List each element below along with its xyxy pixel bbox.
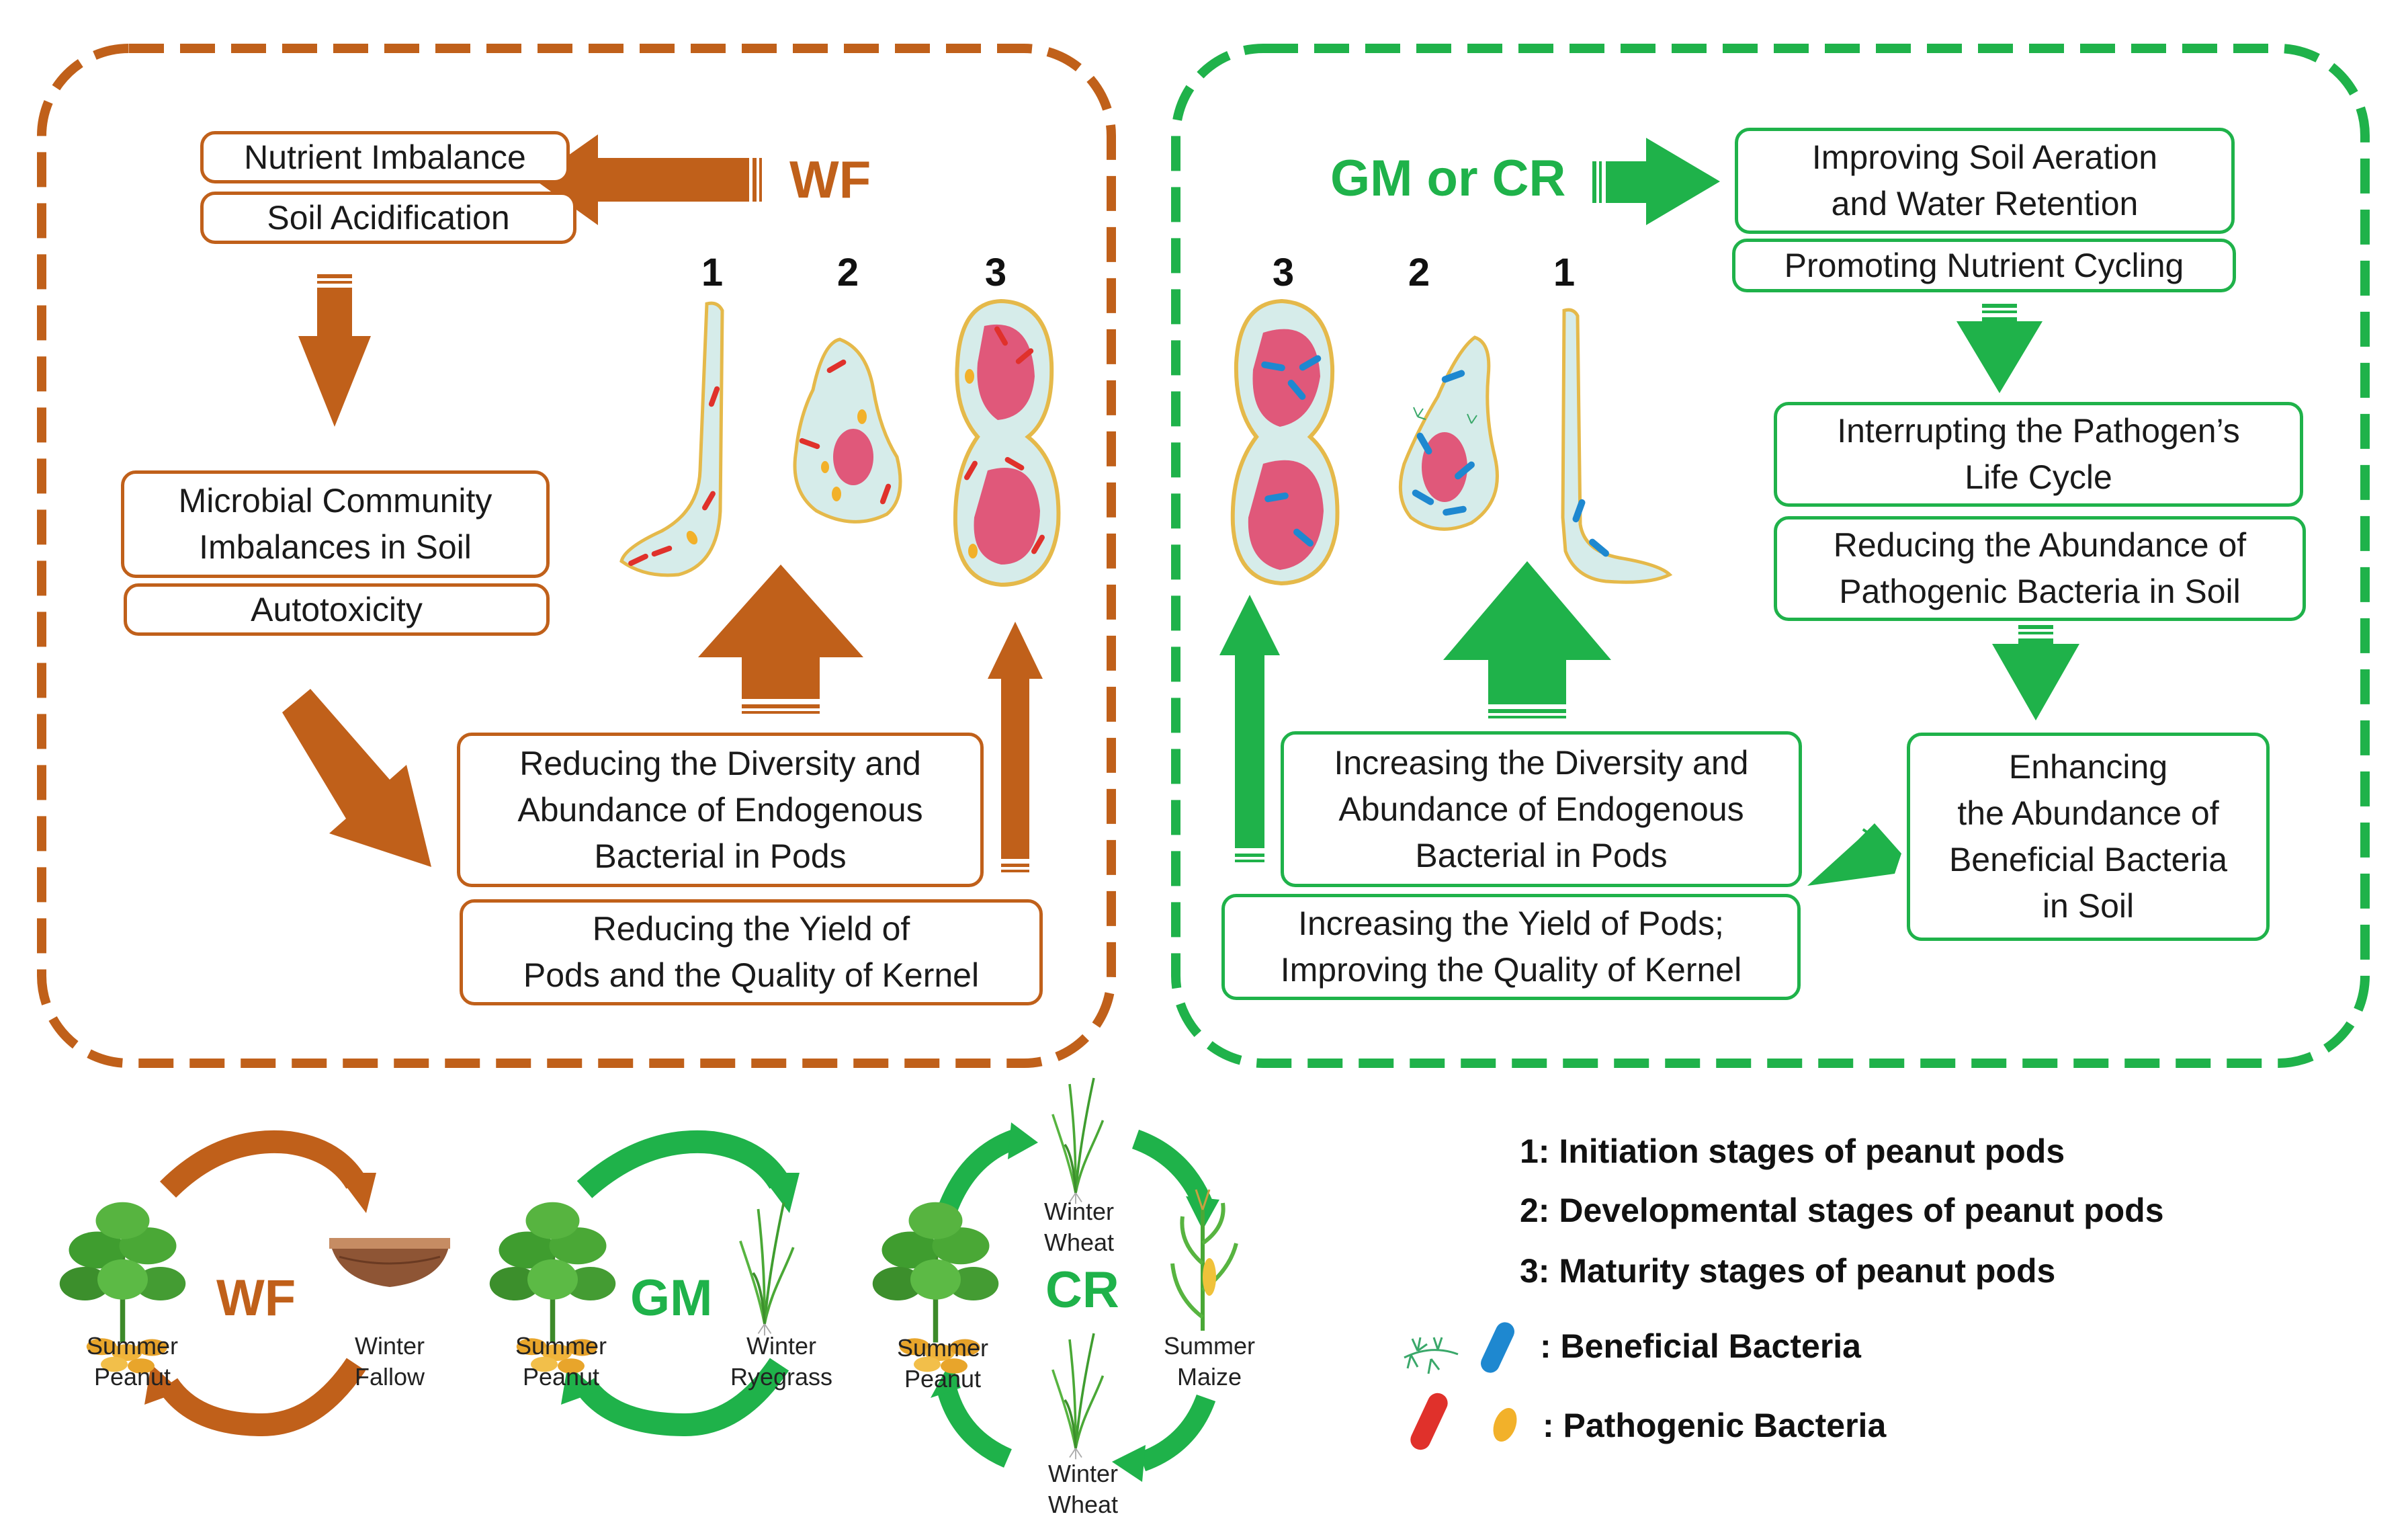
gm-cr-arrows	[1219, 138, 2079, 886]
gm-rotation-cycle	[574, 1130, 789, 1437]
gm-winter-ryegrass-caption: Winter Ryegrass	[730, 1332, 833, 1391]
down-arrow-cycling-to-interrupt	[1956, 317, 2042, 393]
wf-rotation-label: WF	[216, 1270, 296, 1327]
gm-rotation-label: GM	[630, 1270, 713, 1327]
wf-cycle-arrowhead-bottom	[144, 1364, 181, 1405]
wf-arrow-stripe-1	[752, 158, 757, 202]
wf-left-arrow-head	[534, 134, 598, 225]
wf-summer-peanut-caption: Summer Peanut	[86, 1332, 179, 1391]
down-arrow-1-stripe-1	[1982, 304, 2017, 308]
down-arrow-2-stripe-2	[2018, 632, 2053, 634]
tall-up-arrow-r-stripe-1	[1235, 854, 1264, 857]
cr-winter-wheat-top-caption: Winter Wheat	[1043, 1198, 1115, 1257]
gmcr-right-arrow	[1606, 138, 1720, 225]
enhance-beneficial-box: Enhancing the Abundance of Beneficial Ba…	[1907, 733, 2270, 941]
tall-up-arrow-r-to-pod3	[1219, 595, 1280, 848]
wf-pod-stage-1	[619, 301, 724, 577]
down-arrow-stripe-2	[317, 281, 352, 284]
cr-arrowhead-1	[1008, 1122, 1038, 1159]
red-rod-bacterium-icon	[1410, 1393, 1448, 1450]
legend-stage-1: 1: Initiation stages of peanut pods	[1520, 1132, 2065, 1170]
diag-arrow-enhance-to-yield	[1807, 823, 1901, 886]
wf-arrow-stripe-2	[759, 158, 762, 202]
big-up-arrow-stripe-2	[742, 711, 820, 714]
soil-aeration-box: Improving Soil Aeration and Water Retent…	[1735, 128, 2235, 234]
down-arrow-reduce-to-enhance	[1992, 638, 2079, 720]
nutrient-cycling-box: Promoting Nutrient Cycling	[1732, 239, 2236, 292]
wf-pod-stage-2	[793, 337, 902, 524]
gm-cycle-arrowhead-top	[759, 1173, 800, 1213]
root-hair-bacteria-icon	[1404, 1337, 1459, 1374]
gmcr-pod-stage-2	[1398, 335, 1499, 531]
wf-stage-number-3: 3	[984, 251, 1007, 294]
wf-winter-fallow-caption: Winter Fallow	[354, 1332, 425, 1391]
legend-stage-2: 2: Developmental stages of peanut pods	[1520, 1192, 2164, 1229]
down-arrow-1-stripe-2	[1982, 310, 2017, 313]
legend-beneficial: : Beneficial Bacteria	[1540, 1327, 1861, 1365]
cr-arrowhead-3	[1112, 1445, 1146, 1482]
wf-arrows	[282, 134, 1043, 872]
reduce-diversity-box: Reducing the Diversity and Abundance of …	[457, 733, 984, 887]
cr-summer-peanut-caption: Summer Peanut	[896, 1334, 989, 1393]
gm-summer-peanut-caption: Summer Peanut	[515, 1332, 607, 1391]
legend-stage-3: 3: Maturity stages of peanut pods	[1520, 1252, 2056, 1290]
increase-diversity-box: Increasing the Diversity and Abundance o…	[1281, 731, 1802, 887]
wf-pod-stage-1-pathogens	[627, 385, 721, 567]
wf-left-arrow-shaft	[598, 143, 749, 216]
gmcr-stage-number-3: 3	[1272, 251, 1295, 294]
reduce-pathogenic-box: Reducing the Abundance of Pathogenic Bac…	[1774, 516, 2306, 621]
down-arrow-acid-to-microbial	[298, 288, 371, 427]
down-arrow-2-stripe-1	[2018, 625, 2053, 629]
diagonal-arrow-to-reduce	[282, 689, 431, 867]
gm-cycle-arrowhead-bottom	[561, 1364, 598, 1405]
blue-rod-bacterium-icon	[1481, 1322, 1514, 1373]
wf-pod-stage-3-pathogens	[963, 325, 1046, 558]
microbial-imbalance-box: Microbial Community Imbalances in Soil	[121, 470, 550, 578]
reduce-yield-box: Reducing the Yield of Pods and the Quali…	[460, 899, 1043, 1005]
big-up-arrow-to-pods	[698, 565, 863, 699]
winter-wheat-bottom-icon	[1051, 1332, 1105, 1460]
gmcr-pod-stage-1	[1561, 308, 1673, 584]
gmcr-stage-number-2: 2	[1408, 251, 1430, 294]
cr-winter-wheat-bottom-caption: Winter Wheat	[1047, 1460, 1119, 1519]
gmcr-pod-stage-2-beneficials	[1410, 369, 1477, 517]
tall-up-arrow-stripe-2	[1001, 870, 1029, 872]
fallow-soil-icon	[329, 1238, 450, 1287]
nutrient-imbalance-box: Nutrient Imbalance	[200, 131, 570, 183]
gmcr-stage-number-1: 1	[1553, 251, 1576, 294]
soil-acidification-box: Soil Acidification	[200, 192, 576, 244]
ryegrass-icon	[739, 1201, 795, 1337]
tall-up-arrow-stripe-1	[1001, 864, 1029, 867]
cr-summer-maize-caption: Summer Maize	[1163, 1332, 1256, 1391]
gmcr-arrow-stripe-1	[1592, 161, 1596, 203]
winter-wheat-top-icon	[1051, 1077, 1105, 1205]
big-up-arrow-r-stripe-1	[1488, 709, 1566, 713]
interrupt-life-cycle-box: Interrupting the Pathogen’s Life Cycle	[1774, 402, 2303, 507]
down-arrow-stripe-1	[317, 274, 352, 278]
wf-panel-label: WF	[789, 150, 871, 209]
gm-cr-panel-label: GM or CR	[1330, 150, 1566, 207]
wf-panel-frame	[37, 44, 1116, 1068]
wf-stage-number-1: 1	[701, 251, 724, 294]
legend-pathogenic: : Pathogenic Bacteria	[1543, 1407, 1887, 1444]
autotoxicity-box: Autotoxicity	[124, 583, 550, 636]
big-up-arrow-stripe-1	[742, 704, 820, 708]
wf-pod-stage-3	[953, 298, 1061, 587]
gm-cr-panel-frame	[1171, 44, 2370, 1068]
wf-cycle-arrowhead-top	[336, 1173, 376, 1213]
wf-rotation-cycle	[158, 1130, 366, 1437]
big-up-arrow-r-stripe-2	[1488, 716, 1566, 718]
cr-rotation-label: CR	[1045, 1261, 1119, 1319]
maize-icon	[1170, 1189, 1238, 1331]
wf-pod-stage-2-pathogens	[798, 358, 892, 505]
tall-up-arrow-r-stripe-2	[1235, 860, 1264, 862]
big-up-arrow-r-to-pod2	[1443, 561, 1611, 704]
yellow-coccus-bacterium-icon	[1493, 1407, 1517, 1442]
gmcr-pod-stage-3	[1230, 298, 1340, 586]
tall-up-arrow-to-pod3	[988, 622, 1043, 859]
wf-stage-number-2: 2	[836, 251, 859, 294]
gmcr-arrow-stripe-2	[1599, 161, 1602, 203]
increase-yield-box: Increasing the Yield of Pods; Improving …	[1221, 894, 1801, 1000]
